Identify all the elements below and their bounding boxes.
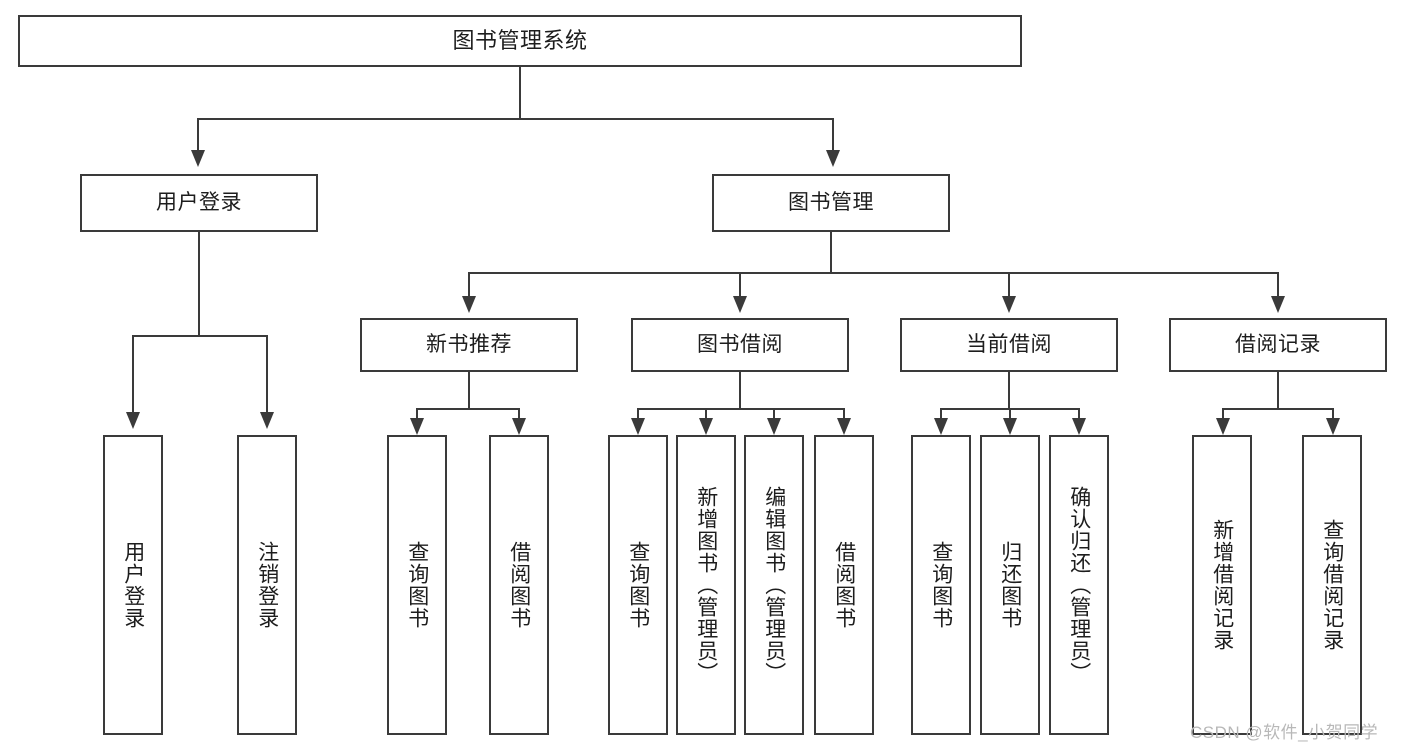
connector-drop-bb-query — [637, 408, 639, 422]
node-label: 编辑图书（管理员） — [762, 486, 786, 684]
arrowhead-bb-edit — [767, 418, 781, 435]
leaf-cb-return-book[interactable]: 归还图书 — [980, 435, 1040, 735]
node-root-system[interactable]: 图书管理系统 — [18, 15, 1022, 67]
node-label: 查询图书 — [929, 541, 953, 629]
node-label: 查询借阅记录 — [1320, 519, 1344, 651]
connector-current-borrow-stem — [1008, 372, 1010, 410]
arrowhead-br-query — [1326, 418, 1340, 435]
node-label: 查询图书 — [626, 541, 650, 629]
node-new-book-recommend[interactable]: 新书推荐 — [360, 318, 578, 372]
connector-drop-book-borrow — [739, 272, 741, 300]
leaf-nb-query-book[interactable]: 查询图书 — [387, 435, 447, 735]
watermark-text: CSDN @软件_小贺同学 — [1190, 723, 1379, 742]
connector-drop-bb-edit — [773, 408, 775, 422]
arrowhead-user-login — [191, 150, 205, 167]
arrowhead-nb-borrow — [512, 418, 526, 435]
node-label: 新书推荐 — [426, 332, 512, 356]
connector-drop-br-query — [1332, 408, 1334, 422]
node-label: 新增借阅记录 — [1210, 519, 1234, 651]
arrowhead-borrow-record — [1271, 296, 1285, 313]
connector-new-book-stem — [468, 372, 470, 410]
arrowhead-cb-return — [1003, 418, 1017, 435]
node-label: 归还图书 — [998, 541, 1022, 629]
connector-user-login-stem — [198, 232, 200, 336]
leaf-bb-query-book[interactable]: 查询图书 — [608, 435, 668, 735]
connector-book-manage-stem — [830, 232, 832, 274]
connector-drop-book-manage — [832, 118, 834, 156]
node-label: 借阅图书 — [832, 541, 856, 629]
connector-new-book-bus — [416, 408, 520, 410]
connector-drop-br-add — [1222, 408, 1224, 422]
node-user-login[interactable]: 用户登录 — [80, 174, 318, 232]
leaf-nb-borrow-book[interactable]: 借阅图书 — [489, 435, 549, 735]
arrowhead-nb-query — [410, 418, 424, 435]
node-label: 借阅记录 — [1235, 332, 1321, 356]
connector-book-borrow-stem — [739, 372, 741, 410]
leaf-cb-query-book[interactable]: 查询图书 — [911, 435, 971, 735]
arrowhead-current-borrow — [1002, 296, 1016, 313]
arrowhead-bb-query — [631, 418, 645, 435]
connector-drop-leaf-user-login — [132, 335, 134, 417]
node-label: 借阅图书 — [507, 541, 531, 629]
arrowhead-book-manage — [826, 150, 840, 167]
connector-drop-cb-return — [1009, 408, 1011, 422]
node-label: 新增图书（管理员） — [694, 486, 718, 684]
arrowhead-bb-add — [699, 418, 713, 435]
node-current-borrow[interactable]: 当前借阅 — [900, 318, 1118, 372]
connector-drop-current-borrow — [1008, 272, 1010, 300]
leaf-br-add-record[interactable]: 新增借阅记录 — [1192, 435, 1252, 735]
node-book-management[interactable]: 图书管理 — [712, 174, 950, 232]
node-label: 图书管理 — [788, 190, 874, 214]
connector-book-borrow-bus — [637, 408, 845, 410]
leaf-bb-borrow-book[interactable]: 借阅图书 — [814, 435, 874, 735]
node-borrow-record[interactable]: 借阅记录 — [1169, 318, 1387, 372]
node-label: 确认归还（管理员） — [1067, 486, 1091, 684]
arrowhead-bb-borrow — [837, 418, 851, 435]
node-book-borrow[interactable]: 图书借阅 — [631, 318, 849, 372]
connector-drop-nb-query — [416, 408, 418, 422]
arrowhead-leaf-user-login — [126, 412, 140, 429]
leaf-logout[interactable]: 注销登录 — [237, 435, 297, 735]
connector-drop-borrow-record — [1277, 272, 1279, 300]
connector-book-manage-bus — [468, 272, 1278, 274]
node-label: 注销登录 — [255, 541, 279, 629]
arrowhead-cb-confirm — [1072, 418, 1086, 435]
connector-drop-nb-borrow — [518, 408, 520, 422]
arrowhead-br-add — [1216, 418, 1230, 435]
node-label: 当前借阅 — [966, 332, 1052, 356]
connector-root-stem — [519, 67, 521, 119]
connector-borrow-record-stem — [1277, 372, 1279, 410]
arrowhead-book-borrow — [733, 296, 747, 313]
connector-drop-bb-add — [705, 408, 707, 422]
connector-drop-leaf-logout — [266, 335, 268, 417]
connector-drop-new-book — [468, 272, 470, 300]
connector-drop-user-login — [197, 118, 199, 156]
node-label: 用户登录 — [121, 541, 145, 629]
node-label: 查询图书 — [405, 541, 429, 629]
arrowhead-cb-query — [934, 418, 948, 435]
connector-drop-cb-confirm — [1078, 408, 1080, 422]
node-label: 图书管理系统 — [452, 28, 588, 54]
node-label: 图书借阅 — [697, 332, 783, 356]
connector-user-login-bus — [132, 335, 268, 337]
leaf-bb-add-book[interactable]: 新增图书（管理员） — [676, 435, 736, 735]
arrowhead-new-book — [462, 296, 476, 313]
node-label: 用户登录 — [156, 190, 242, 214]
connector-borrow-record-bus — [1222, 408, 1334, 410]
connector-root-bus — [197, 118, 834, 120]
arrowhead-leaf-logout — [260, 412, 274, 429]
connector-drop-cb-query — [940, 408, 942, 422]
leaf-bb-edit-book[interactable]: 编辑图书（管理员） — [744, 435, 804, 735]
leaf-br-query-record[interactable]: 查询借阅记录 — [1302, 435, 1362, 735]
leaf-cb-confirm-return[interactable]: 确认归还（管理员） — [1049, 435, 1109, 735]
leaf-user-login[interactable]: 用户登录 — [103, 435, 163, 735]
connector-drop-bb-borrow — [843, 408, 845, 422]
